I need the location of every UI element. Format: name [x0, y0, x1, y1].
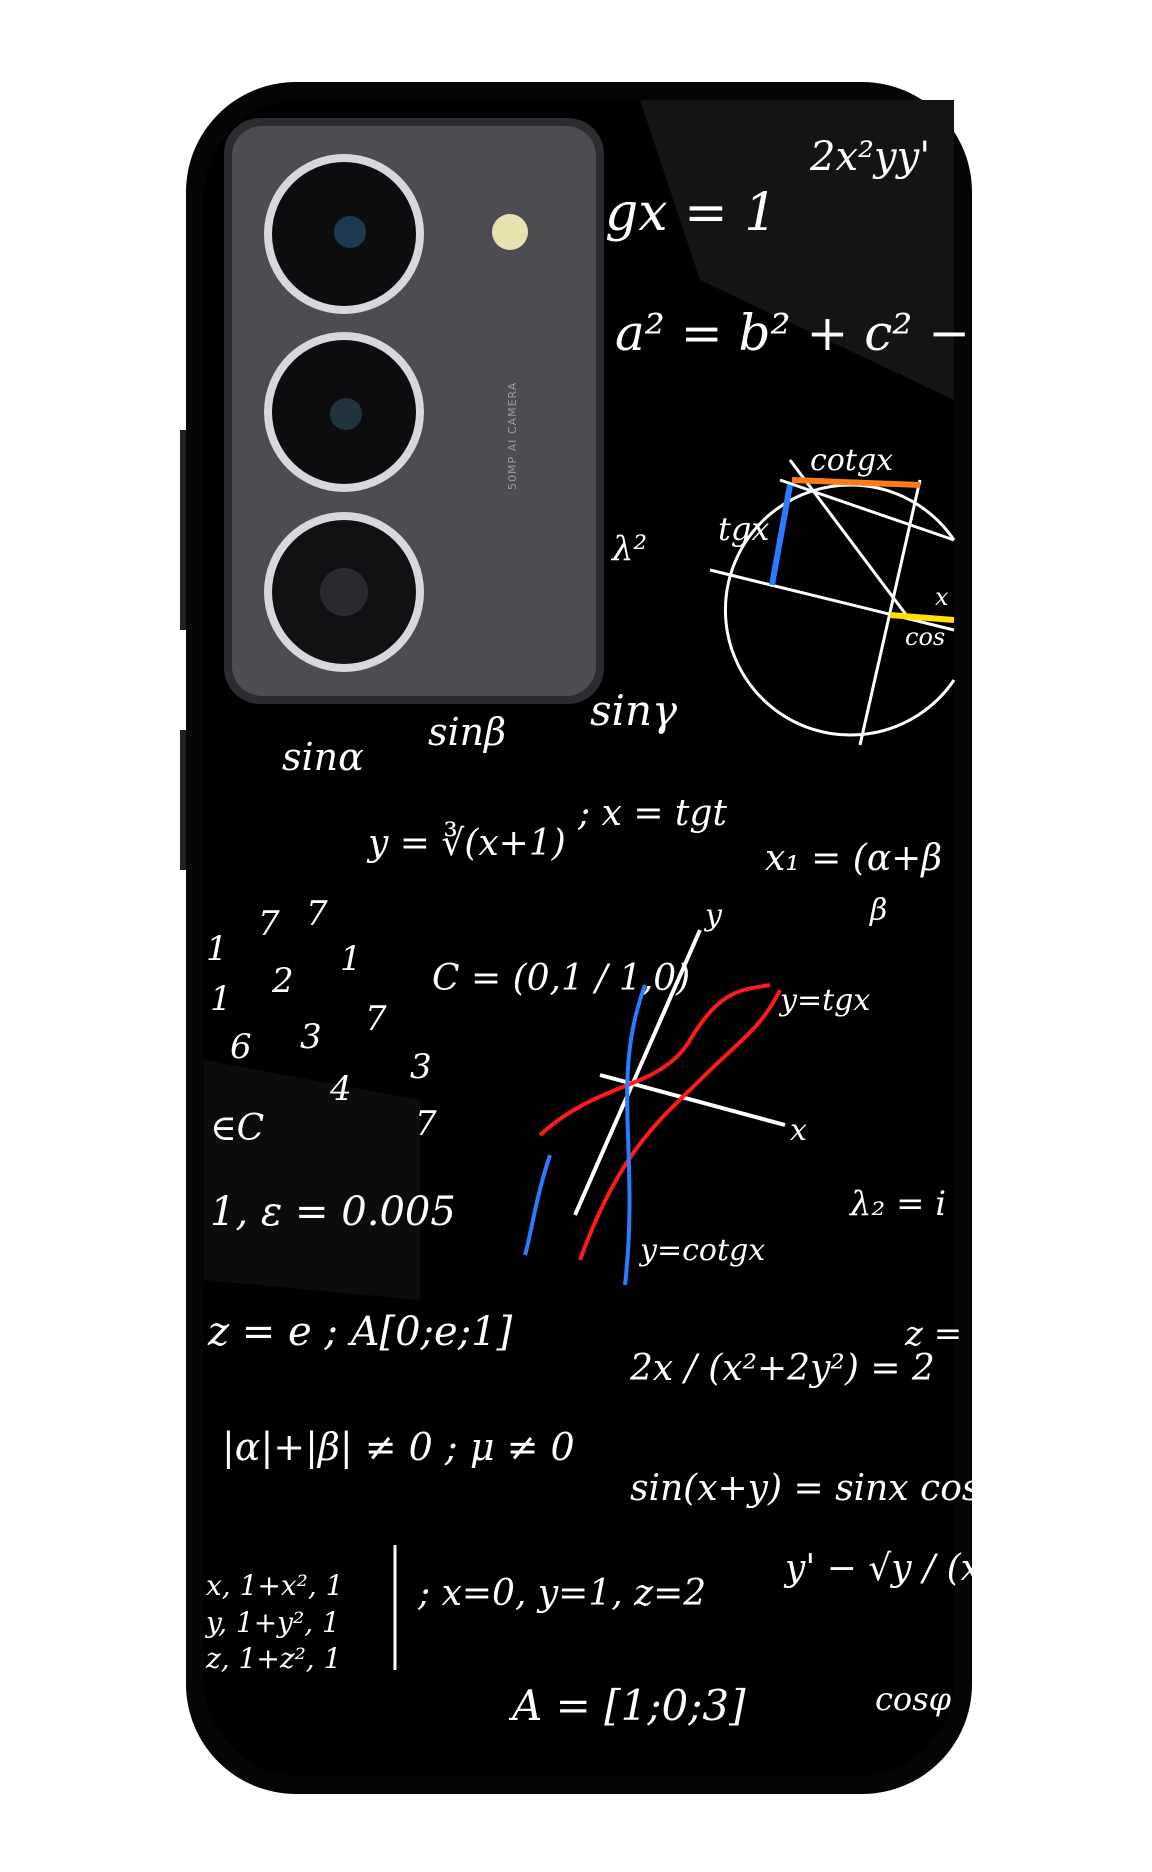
digit: 6 — [230, 1027, 252, 1067]
digit: 2 — [271, 961, 294, 1001]
reflection — [204, 1060, 420, 1300]
formula: y, 1+y², 1 — [204, 1606, 340, 1639]
digit: 1 — [206, 929, 228, 969]
camera-label: 50MP AI CAMERA — [506, 382, 519, 490]
tg-cotg-graph: x y y=tgx y=cotgx — [523, 898, 870, 1286]
tg-curve — [538, 983, 771, 1137]
cotg-curve-label: y=cotgx — [638, 1233, 765, 1268]
formula: x₁ = (α+β — [765, 838, 942, 879]
formula: gx = 1 — [605, 183, 777, 243]
formula: C = (0,1 / 1,0) — [432, 958, 690, 999]
digit: 1 — [210, 979, 232, 1019]
digit: 7 — [306, 894, 328, 934]
y-axis — [573, 929, 702, 1216]
formula: 2x / (x²+2y²) = 2 — [629, 1348, 935, 1389]
trig-circle-diagram: cotgx tgx cos x — [709, 443, 956, 746]
formula: sinα — [282, 735, 364, 779]
circle-x-label: x — [935, 583, 949, 611]
side-button — [180, 430, 186, 630]
side-button — [180, 730, 186, 870]
formula: ; x=0, y=1, z=2 — [417, 1573, 706, 1614]
reflection — [640, 100, 954, 400]
digit: 3 — [300, 1017, 322, 1057]
digit: 3 — [410, 1047, 432, 1087]
formula: y = ∛(x+1) — [366, 821, 566, 864]
camera-lens — [264, 512, 424, 672]
formula: y' − √y / (x+2) — [783, 1548, 1048, 1589]
camera-lens — [264, 332, 424, 492]
cotg-curve — [523, 1154, 552, 1256]
cos-label: cos — [905, 623, 945, 651]
formula: A = [1;0;3] — [508, 1681, 746, 1730]
formula: 2x²yy' — [809, 134, 930, 180]
formula: sinβ — [428, 710, 506, 754]
formula: λ₂ = i — [848, 1184, 946, 1224]
flash-icon — [492, 214, 528, 250]
formula: cosφ — [875, 1680, 952, 1718]
digit: 7 — [365, 999, 387, 1039]
formula: ; x = tgt — [577, 793, 727, 834]
x-axis-label: x — [790, 1113, 807, 1148]
digit: 7 — [415, 1104, 437, 1144]
formula: x, 1+x², 1 — [206, 1569, 344, 1602]
digit: 1 — [340, 939, 362, 979]
cotg-curve — [623, 984, 647, 1286]
formula: 1, ε = 0.005 — [210, 1189, 456, 1235]
scattered-digits: 1 7 7 1 2 1 3 3 6 3 7 4 1 7 — [206, 894, 437, 1144]
tg-curve-label: y=tgx — [778, 983, 870, 1018]
math-formulas: 2x²yy' gx = 1 a² = b² + c² − 2 λ² sinα s… — [204, 134, 1048, 1730]
digit: 7 — [258, 904, 280, 944]
cotg-label: cotgx — [810, 443, 893, 478]
formula: |α|+|β| ≠ 0 ; μ ≠ 0 — [222, 1425, 575, 1469]
digit: 4 — [329, 1069, 352, 1109]
formula: β — [869, 893, 887, 928]
tg-curve — [578, 989, 782, 1261]
formula: a² = b² + c² − 2 — [615, 304, 1018, 362]
formula: ∈C — [210, 1108, 264, 1149]
formula: z, 1+z², 1 — [205, 1642, 341, 1675]
formula: sinγ — [590, 686, 678, 735]
formula: z = — [904, 1314, 962, 1354]
formula: z = e ; A[0;e;1] — [207, 1309, 513, 1355]
formula: sin(x+y) = sinx cos — [630, 1468, 980, 1509]
y-axis-label: y — [703, 898, 723, 933]
camera-lens — [264, 154, 424, 314]
camera-module: 50MP AI CAMERA — [224, 118, 604, 704]
formula: λ² — [610, 529, 647, 569]
tg-label: tgx — [718, 510, 769, 548]
